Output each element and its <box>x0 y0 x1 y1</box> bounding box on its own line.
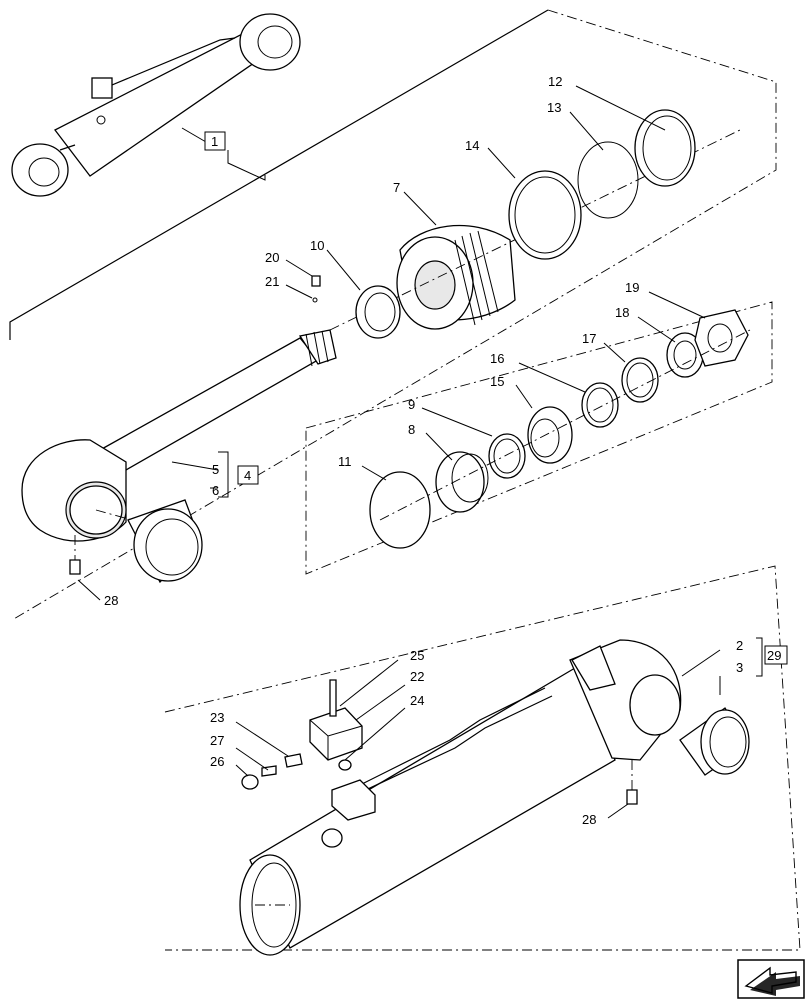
piston <box>329 129 741 331</box>
seal-rings-upper <box>311 109 696 339</box>
callout-27: 27 <box>210 733 224 748</box>
callout-9: 9 <box>408 397 415 412</box>
callout-12: 12 <box>548 74 562 89</box>
callout-26: 26 <box>210 754 224 769</box>
callout-7: 7 <box>393 180 400 195</box>
callout-22: 22 <box>410 669 424 684</box>
callout-25: 25 <box>410 648 424 663</box>
callout-16: 16 <box>490 351 504 366</box>
callout-18: 18 <box>615 305 629 320</box>
callout-23: 23 <box>210 710 224 725</box>
seal-kit-lower <box>369 309 751 549</box>
leader-lines <box>77 85 763 819</box>
reference-29: 29 <box>767 648 781 663</box>
callout-17: 17 <box>582 331 596 346</box>
arrow-icon[interactable] <box>737 959 805 999</box>
callout-8: 8 <box>408 422 415 437</box>
callout-14: 14 <box>465 138 479 153</box>
callout-28-lower: 28 <box>582 812 596 827</box>
callout-28-upper: 28 <box>104 593 118 608</box>
reference-1: 1 <box>211 134 218 149</box>
reference-4: 4 <box>244 468 251 483</box>
callout-2: 2 <box>736 638 743 653</box>
cylinder-barrel <box>239 639 750 956</box>
callout-5: 5 <box>212 462 219 477</box>
callout-19: 19 <box>625 280 639 295</box>
callout-15: 15 <box>490 374 504 389</box>
callout-21: 21 <box>265 274 279 289</box>
reference-box-4: 4 <box>237 465 259 485</box>
section-frames <box>9 9 801 951</box>
callout-3: 3 <box>736 660 743 675</box>
reference-box-1: 1 <box>204 131 226 151</box>
piston-rod <box>21 329 337 584</box>
callout-6: 6 <box>212 483 219 498</box>
callout-13: 13 <box>547 100 561 115</box>
cylinder-assembly-overview <box>11 13 301 197</box>
callouts: 12 13 14 7 10 20 21 19 18 17 16 15 9 8 1… <box>104 74 743 827</box>
callout-11: 11 <box>338 454 352 469</box>
callout-20: 20 <box>265 250 279 265</box>
valve-block <box>241 679 376 821</box>
reference-box-29: 29 <box>764 645 788 665</box>
callout-10: 10 <box>310 238 324 253</box>
callout-24: 24 <box>410 693 424 708</box>
